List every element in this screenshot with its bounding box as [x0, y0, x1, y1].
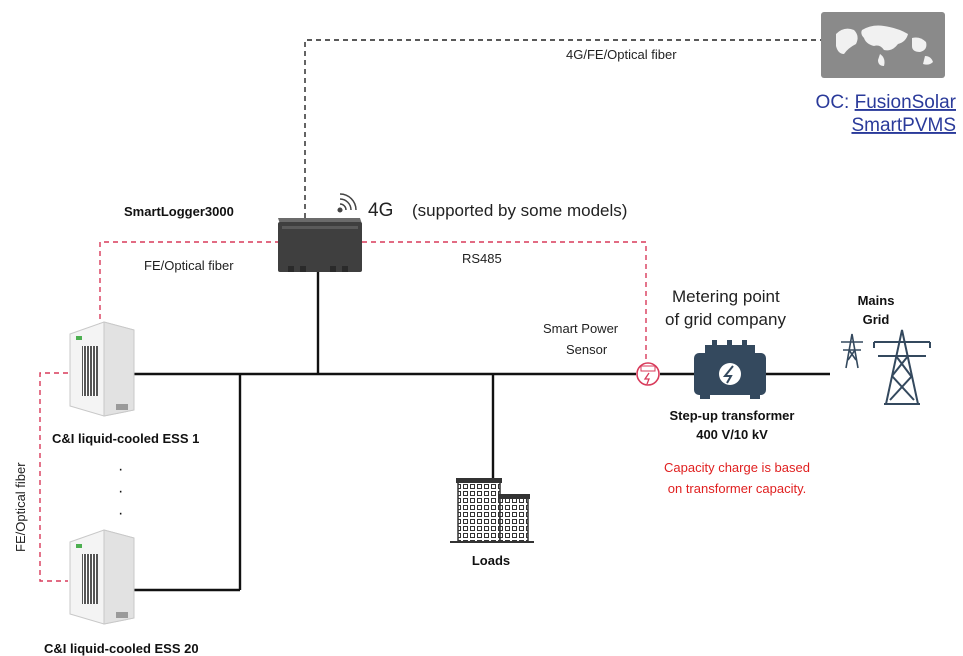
oc-name-line1[interactable]: FusionSolar: [855, 92, 957, 113]
transformer-rating: 400 V/10 kV: [696, 427, 768, 442]
grid-label-line2: Grid: [863, 312, 890, 327]
transformer-note-line2: on transformer capacity.: [668, 481, 806, 496]
large-pylon-icon: [873, 329, 931, 405]
ess-ellipsis-dot: ·: [118, 505, 123, 522]
building-icon: [450, 478, 534, 543]
wireless-note: (supported by some models): [412, 201, 627, 220]
fe-fiber-label: FE/Optical fiber: [144, 258, 234, 273]
ess-unit-20-label: C&I liquid-cooled ESS 20: [44, 641, 199, 656]
cloud-link-line: [304, 39, 822, 218]
oc-name-line2[interactable]: SmartPVMS: [851, 115, 956, 136]
ess-ellipsis: · · ·: [118, 461, 123, 522]
rs485-label: RS485: [462, 251, 502, 266]
oc-prefix: OC:: [816, 92, 855, 113]
wireless-4g-label: 4G: [368, 200, 393, 221]
ess-fiber-label: FE/Optical fiber: [13, 462, 28, 552]
transformer-icon: [694, 340, 766, 399]
sensor-label-line1: Smart Power: [543, 321, 619, 336]
ess-unit-1-icon: [69, 321, 135, 417]
ess-unit-20-icon: [69, 529, 135, 625]
smartlogger-label: SmartLogger3000: [124, 204, 234, 219]
fe-link-line: [99, 241, 278, 328]
ess-fiber-link-line: [39, 372, 68, 582]
transformer-note-line1: Capacity charge is based: [664, 460, 810, 475]
metering-line2: of grid company: [665, 310, 786, 329]
wireless-signal-icon: [337, 193, 357, 213]
sensor-label-line2: Sensor: [566, 342, 608, 357]
loads-label: Loads: [472, 553, 510, 568]
ess-unit-1-label: C&I liquid-cooled ESS 1: [52, 431, 199, 446]
ess-ellipsis-dot: ·: [118, 483, 123, 500]
small-pylon-icon: [841, 333, 863, 369]
smart-power-sensor-icon: [636, 362, 660, 386]
rs485-link-line: [362, 241, 647, 362]
ess-ellipsis-dot: ·: [118, 461, 123, 478]
transformer-title: Step-up transformer: [670, 408, 795, 423]
smartlogger-device: [278, 218, 362, 272]
metering-line1: Metering point: [672, 287, 780, 306]
cloud-server-icon: [821, 12, 945, 78]
grid-label-line1: Mains: [858, 293, 895, 308]
oc-label: OC: FusionSolar: [816, 92, 957, 113]
cloud-link-label: 4G/FE/Optical fiber: [566, 47, 677, 62]
